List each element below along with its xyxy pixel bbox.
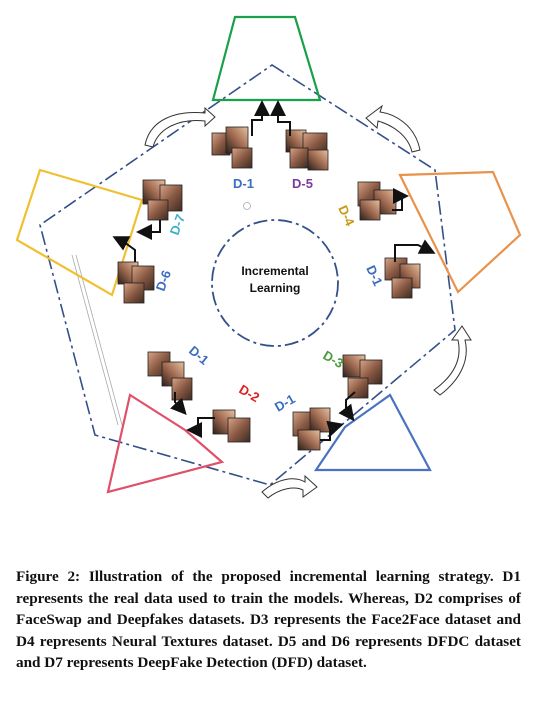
model-green bbox=[211, 15, 322, 102]
feed-arrow-top-right bbox=[270, 100, 291, 136]
faint-guide-line bbox=[71, 254, 119, 426]
label-top-right: D-5 bbox=[292, 176, 313, 191]
faces-top-right bbox=[285, 129, 329, 171]
label-bottom-right-lower: D-1 bbox=[272, 391, 298, 414]
faint-guide-line-2 bbox=[75, 254, 123, 426]
feed-arrow-left-top bbox=[136, 220, 161, 240]
feed-arrow-top-left bbox=[251, 100, 270, 136]
feed-arrow-bottom-mid bbox=[186, 417, 215, 438]
faces-right-upper bbox=[357, 181, 397, 221]
faces-left-upper bbox=[147, 351, 193, 401]
label-left-upper: D-1 bbox=[186, 343, 212, 368]
label-left-lower: D-6 bbox=[153, 268, 174, 293]
feed-arrow-left-lower bbox=[112, 236, 136, 262]
label-bottom-right-upper: D-3 bbox=[321, 348, 347, 371]
model-orange bbox=[398, 170, 522, 294]
feed-arrow-bottom-right-upper bbox=[338, 391, 356, 422]
faces-bottom-right-upper bbox=[342, 354, 383, 399]
model-yellow bbox=[15, 168, 144, 297]
label-left-top: D-7 bbox=[167, 212, 188, 237]
label-right-upper: D-4 bbox=[335, 203, 358, 229]
transition-arrow-right bbox=[433, 325, 472, 396]
label-bottom-mid: D-2 bbox=[237, 382, 263, 405]
transition-arrow-top-right bbox=[365, 104, 421, 153]
incremental-learning-diagram: Incremental Learning bbox=[15, 15, 522, 499]
pentagon-path bbox=[39, 64, 456, 486]
center-circle bbox=[211, 219, 339, 347]
faces-left-top bbox=[142, 179, 183, 221]
feed-arrow-right-upper bbox=[392, 188, 409, 211]
figure-caption: Figure 2: Illustration of the proposed i… bbox=[16, 568, 521, 671]
faces-bottom-mid bbox=[212, 409, 251, 443]
model-pink bbox=[106, 393, 225, 494]
center-title-line1: Incremental bbox=[241, 264, 308, 278]
feed-arrow-right-lower bbox=[394, 239, 436, 262]
center-title-line2: Learning bbox=[250, 281, 301, 295]
faces-right-lower bbox=[384, 257, 421, 299]
model-blue bbox=[313, 393, 432, 472]
label-right-lower: D-1 bbox=[363, 263, 385, 288]
feed-arrow-left-upper bbox=[170, 392, 187, 415]
feed-arrow-bottom-right-lower bbox=[320, 420, 344, 441]
transition-arrow-top-left bbox=[144, 106, 216, 148]
small-dot-circle bbox=[243, 202, 251, 210]
faces-bottom-right-lower bbox=[292, 407, 331, 451]
faces-left-lower bbox=[117, 261, 155, 304]
label-top-left: D-1 bbox=[233, 176, 254, 191]
transition-arrow-bottom bbox=[261, 474, 318, 499]
faces-top-left bbox=[211, 126, 253, 169]
